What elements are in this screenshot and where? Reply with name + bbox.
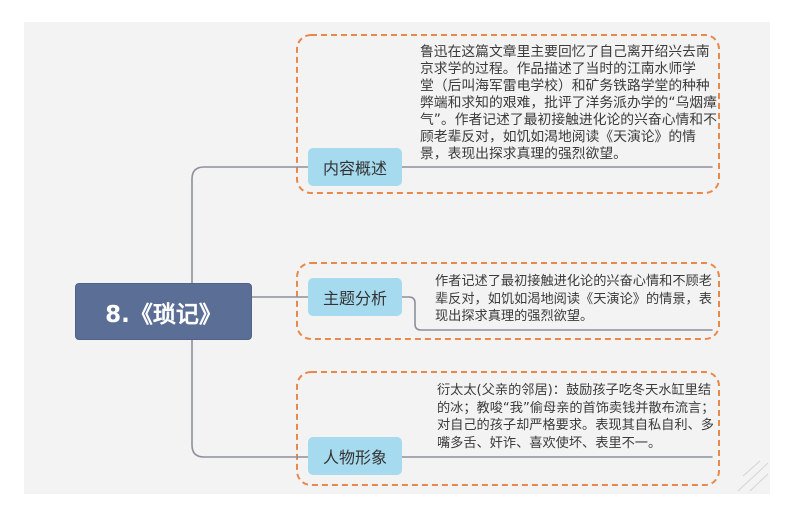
detail-text-theme-analysis: 作者记述了最初接触进化论的兴奋心情和不顾老 辈反对，如饥如渴地阅读《天演论》的情… xyxy=(435,273,712,326)
detail-text-character-image: 衍太太(父亲的邻居)：鼓励孩子吃冬天水缸里结 的冰；教唆“我”偷母亲的首饰卖钱并… xyxy=(437,382,714,452)
detail-line: 气”。作者记述了最初接触进化论的兴奋心情和不 xyxy=(420,112,717,128)
decorative-line xyxy=(737,462,769,492)
decorative-line xyxy=(742,460,761,477)
detail-frame-character-image xyxy=(296,371,720,486)
branch-topic-character-image: 人物形象 xyxy=(308,437,402,475)
detail-frame-content-summary xyxy=(296,34,720,194)
slide-background xyxy=(24,22,770,494)
detail-line: 景，表现出探求真理的强烈欲望。 xyxy=(420,146,627,162)
detail-line: 辈反对，如饥如渴地阅读《天演论》的情景，表 xyxy=(435,291,712,307)
detail-line: 堂（后叫海军雷电学校）和矿务铁路学堂的种种 xyxy=(420,78,710,94)
detail-line: 的冰；教唆“我”偷母亲的首饰卖钱并散布流言； xyxy=(437,400,715,416)
decorative-line xyxy=(749,473,769,492)
branch-topic-theme-analysis: 主题分析 xyxy=(308,278,402,316)
detail-line: 顾老辈反对，如饥如渴地阅读《天演论》的情 xyxy=(420,129,696,145)
detail-frame-theme-analysis xyxy=(296,262,720,340)
detail-line: 对自己的孩子却严格要求。表现其自私自利、多 xyxy=(437,418,714,433)
detail-line: 衍太太(父亲的邻居)：鼓励孩子吃冬天水缸里结 xyxy=(437,383,712,398)
detail-line: 京求学的过程。作品描述了当时的江南水师学 xyxy=(420,61,696,77)
detail-line: 现出探求真理的强烈欲望。 xyxy=(435,309,594,324)
detail-line: 弊端和求知的艰难，批评了洋务派办学的“乌烟瘴 xyxy=(420,95,717,111)
detail-text-content-summary: 鲁迅在这篇文章里主要回忆了自己离开绍兴去南 京求学的过程。作品描述了当时的江南水… xyxy=(420,44,717,163)
branch-topic-content-summary: 内容概述 xyxy=(308,148,402,186)
detail-line: 鲁迅在这篇文章里主要回忆了自己离开绍兴去南 xyxy=(420,44,710,60)
detail-line: 嘴多舌、奸诈、喜欢使坏、表里不一。 xyxy=(437,435,662,451)
detail-line: 作者记述了最初接触进化论的兴奋心情和不顾老 xyxy=(435,274,712,289)
connector-theme-analysis-detail xyxy=(401,296,713,331)
central-topic: 8.《琐记》 xyxy=(75,283,252,340)
